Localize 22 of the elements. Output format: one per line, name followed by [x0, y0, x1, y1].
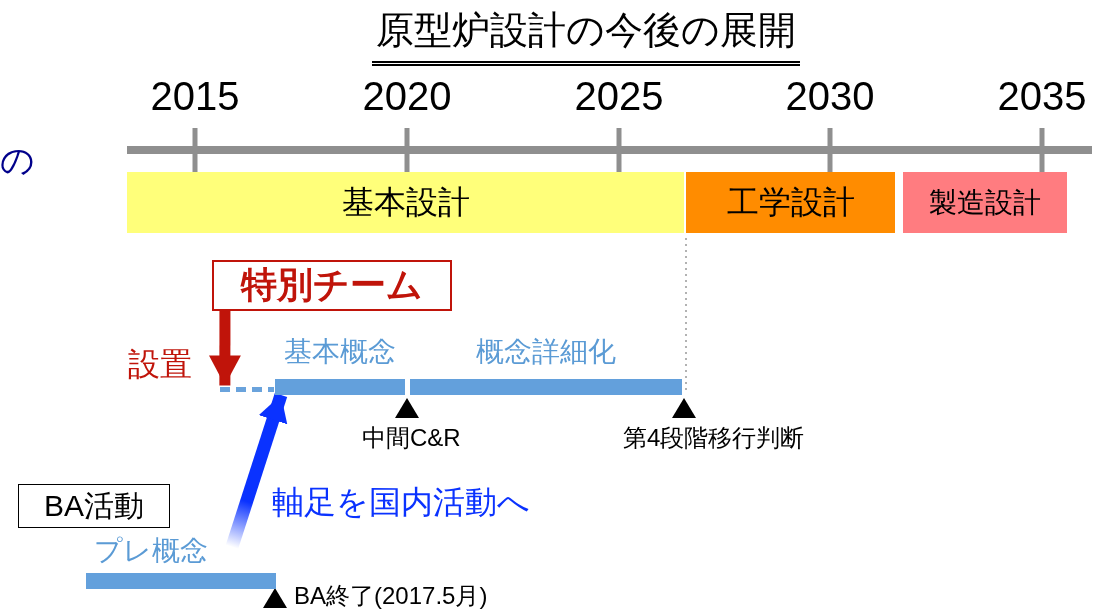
phase-bar: 基本設計 — [127, 172, 684, 233]
edge-label: 設置 — [128, 345, 192, 384]
text-fragment: の — [0, 140, 35, 181]
year-label: 2020 — [361, 73, 453, 120]
arrow — [225, 393, 288, 549]
year-label: 2015 — [149, 73, 241, 120]
milestone-label: 第4段階移行判断 — [623, 424, 805, 453]
label-box: 特別チーム — [212, 260, 452, 311]
phase-bar: 製造設計 — [903, 172, 1067, 233]
bar-label: 基本概念 — [283, 335, 397, 369]
bar-label: 概念詳細化 — [475, 335, 617, 369]
label-box: BA活動 — [18, 484, 170, 528]
year-label: 2035 — [996, 73, 1088, 120]
arrow — [208, 311, 241, 386]
year-label: 2025 — [573, 73, 665, 120]
edge-label: 軸足を国内活動へ — [272, 483, 530, 522]
phase-bar: 工学設計 — [686, 172, 895, 233]
milestone-label: 中間C&R — [362, 424, 461, 453]
milestone-label: BA終了(2017.5月) — [294, 582, 488, 611]
bar-label: プレ概念 — [93, 534, 209, 568]
title: 原型炉設計の今後の展開 — [372, 6, 800, 66]
year-label: 2030 — [784, 73, 876, 120]
